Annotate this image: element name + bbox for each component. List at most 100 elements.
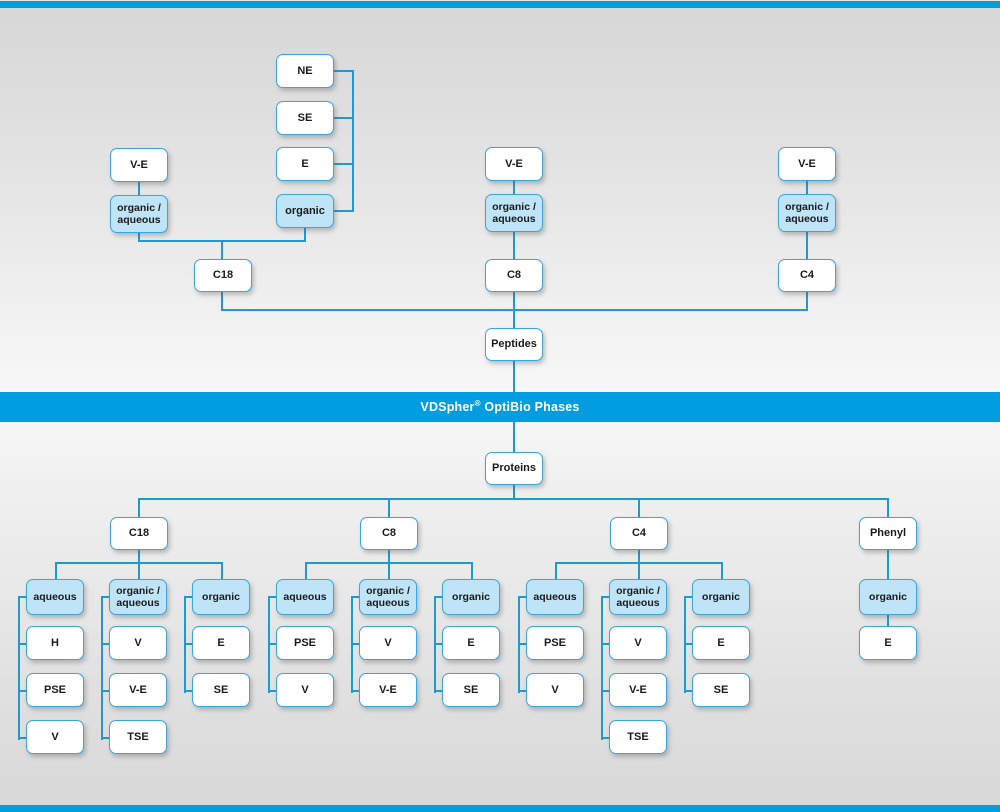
connector-c8-down	[388, 550, 390, 563]
node-phenyl-mode-organic[interactable]: organic	[859, 579, 917, 615]
node-c8-organic-child-1[interactable]: E	[442, 626, 500, 660]
node-c4-organic-child-1[interactable]: E	[692, 626, 750, 660]
node-c4-mode-aqueous[interactable]: aqueous	[526, 579, 584, 615]
mode-label-line2: aqueous	[616, 597, 660, 609]
connector-peptides-c8-ve-to-oa	[513, 181, 515, 194]
node-c8-aqueous-child-1[interactable]: PSE	[276, 626, 334, 660]
node-c4-organic-child-2[interactable]: SE	[692, 673, 750, 707]
connector-organic-stub	[334, 210, 354, 212]
stub-c4-organic-1	[684, 643, 693, 645]
stub-c18-oa-2	[101, 690, 110, 692]
registered-mark: ®	[474, 399, 481, 409]
connector-c18-down	[138, 550, 140, 563]
node-c8-mode-organic[interactable]: organic	[442, 579, 500, 615]
node-c4-oa-child-1[interactable]: V	[609, 626, 667, 660]
node-peptides-c18-organic-child-se[interactable]: SE	[276, 101, 334, 135]
connector-c18-to-aqueous	[55, 562, 57, 579]
node-peptides-branch-c18[interactable]: C18	[194, 259, 252, 292]
node-c8-oa-child-2[interactable]: V-E	[359, 673, 417, 707]
connector-bus-to-c4	[638, 498, 640, 517]
node-c4-oa-child-2[interactable]: V-E	[609, 673, 667, 707]
stub-c4-oa-head	[601, 596, 610, 598]
stub-c4-oa-1	[601, 643, 610, 645]
connector-bus-to-c8	[388, 498, 390, 517]
node-peptides-c18-mode-organic-aqueous[interactable]: organic / aqueous	[110, 195, 168, 233]
connector-c4-to-organic	[721, 562, 723, 579]
node-c8-aqueous-child-2[interactable]: V	[276, 673, 334, 707]
connector-peptides-c4-ve-to-oa	[806, 181, 808, 194]
node-peptides-branch-c8[interactable]: C8	[485, 259, 543, 292]
node-peptides-c18-organic-child-e[interactable]: E	[276, 147, 334, 181]
connector-c8-oa-to-c8	[513, 232, 515, 259]
node-c18-organic-child-2[interactable]: SE	[192, 673, 250, 707]
node-c18-mode-organic[interactable]: organic	[192, 579, 250, 615]
node-peptides-c18-mode-organic[interactable]: organic	[276, 194, 334, 228]
mode-label-line2: aqueous	[116, 597, 160, 609]
node-phenyl-organic-child-1[interactable]: E	[859, 626, 917, 660]
node-peptides-c8-mode-organic-aqueous[interactable]: organic / aqueous	[485, 194, 543, 232]
node-c18-aqueous-child-1[interactable]: H	[26, 626, 84, 660]
stub-c4-organic-2	[684, 690, 693, 692]
node-peptides-branch-c4[interactable]: C4	[778, 259, 836, 292]
node-c18-aqueous-child-2[interactable]: PSE	[26, 673, 84, 707]
stub-c8-organic-2	[434, 690, 443, 692]
connector-phenyl-organic-to-e	[887, 615, 889, 626]
mode-label-line1: organic /	[116, 584, 160, 597]
banner-title: VDSpher® OptiBio Phases	[420, 399, 579, 414]
node-peptides-c8-oa-child-ve[interactable]: V-E	[485, 147, 543, 181]
bus-c18-aqueous	[18, 596, 20, 740]
node-c4-mode-organic-aqueous[interactable]: organic / aqueous	[609, 579, 667, 615]
mode-label-line1: organic /	[492, 200, 536, 213]
node-c18-aqueous-child-3[interactable]: V	[26, 720, 84, 754]
stub-c4-aqueous-2	[518, 690, 527, 692]
mode-label-line2: aqueous	[366, 597, 410, 609]
mode-label-line2: aqueous	[785, 213, 829, 225]
node-c18-mode-organic-aqueous[interactable]: organic / aqueous	[109, 579, 167, 615]
node-peptides-root[interactable]: Peptides	[485, 328, 543, 361]
connector-c8-to-peptidesbus	[513, 292, 515, 310]
stub-c8-oa-2	[351, 690, 360, 692]
stub-c8-oa-1	[351, 643, 360, 645]
node-proteins-root[interactable]: Proteins	[485, 452, 543, 485]
node-c4-oa-child-3[interactable]: TSE	[609, 720, 667, 754]
node-c8-mode-aqueous[interactable]: aqueous	[276, 579, 334, 615]
node-c8-mode-organic-aqueous[interactable]: organic / aqueous	[359, 579, 417, 615]
node-proteins-branch-phenyl[interactable]: Phenyl	[859, 517, 917, 550]
node-peptides-c18-organic-child-ne[interactable]: NE	[276, 54, 334, 88]
node-c4-aqueous-child-1[interactable]: PSE	[526, 626, 584, 660]
node-c8-oa-child-1[interactable]: V	[359, 626, 417, 660]
connector-e-stub	[334, 163, 354, 165]
node-c4-mode-organic[interactable]: organic	[692, 579, 750, 615]
connector-se-stub	[334, 117, 354, 119]
connector-phenyl-to-organic	[887, 550, 889, 579]
bus-c4-oa	[601, 596, 603, 740]
mode-label-line1: organic /	[616, 584, 660, 597]
stub-c4-aqueous-head	[518, 596, 527, 598]
node-proteins-branch-c8[interactable]: C8	[360, 517, 418, 550]
node-c18-oa-child-2[interactable]: V-E	[109, 673, 167, 707]
node-c18-organic-child-1[interactable]: E	[192, 626, 250, 660]
node-c18-oa-child-1[interactable]: V	[109, 626, 167, 660]
stub-c18-organic-1	[184, 643, 193, 645]
node-c4-aqueous-child-2[interactable]: V	[526, 673, 584, 707]
node-proteins-branch-c4[interactable]: C4	[610, 517, 668, 550]
mode-label-line1: organic /	[117, 201, 161, 214]
node-c18-mode-aqueous[interactable]: aqueous	[26, 579, 84, 615]
connector-banner-to-proteins	[513, 422, 515, 452]
mode-label-line2: aqueous	[492, 213, 536, 225]
stub-c18-aqueous-3	[18, 737, 27, 739]
banner-brand: VDSpher	[420, 400, 475, 415]
node-peptides-c4-oa-child-ve[interactable]: V-E	[778, 147, 836, 181]
connector-c18-to-organic	[221, 562, 223, 579]
node-c8-organic-child-2[interactable]: SE	[442, 673, 500, 707]
node-proteins-branch-c18[interactable]: C18	[110, 517, 168, 550]
connector-c8-to-aqueous	[305, 562, 307, 579]
node-peptides-c4-mode-organic-aqueous[interactable]: organic / aqueous	[778, 194, 836, 232]
node-peptides-c18-oa-child-ve[interactable]: V-E	[110, 148, 168, 182]
stub-c8-aqueous-2	[268, 690, 277, 692]
stub-c18-aqueous-1	[18, 643, 27, 645]
stub-c8-oa-head	[351, 596, 360, 598]
node-c18-oa-child-3[interactable]: TSE	[109, 720, 167, 754]
top-accent-bar	[0, 1, 1000, 8]
